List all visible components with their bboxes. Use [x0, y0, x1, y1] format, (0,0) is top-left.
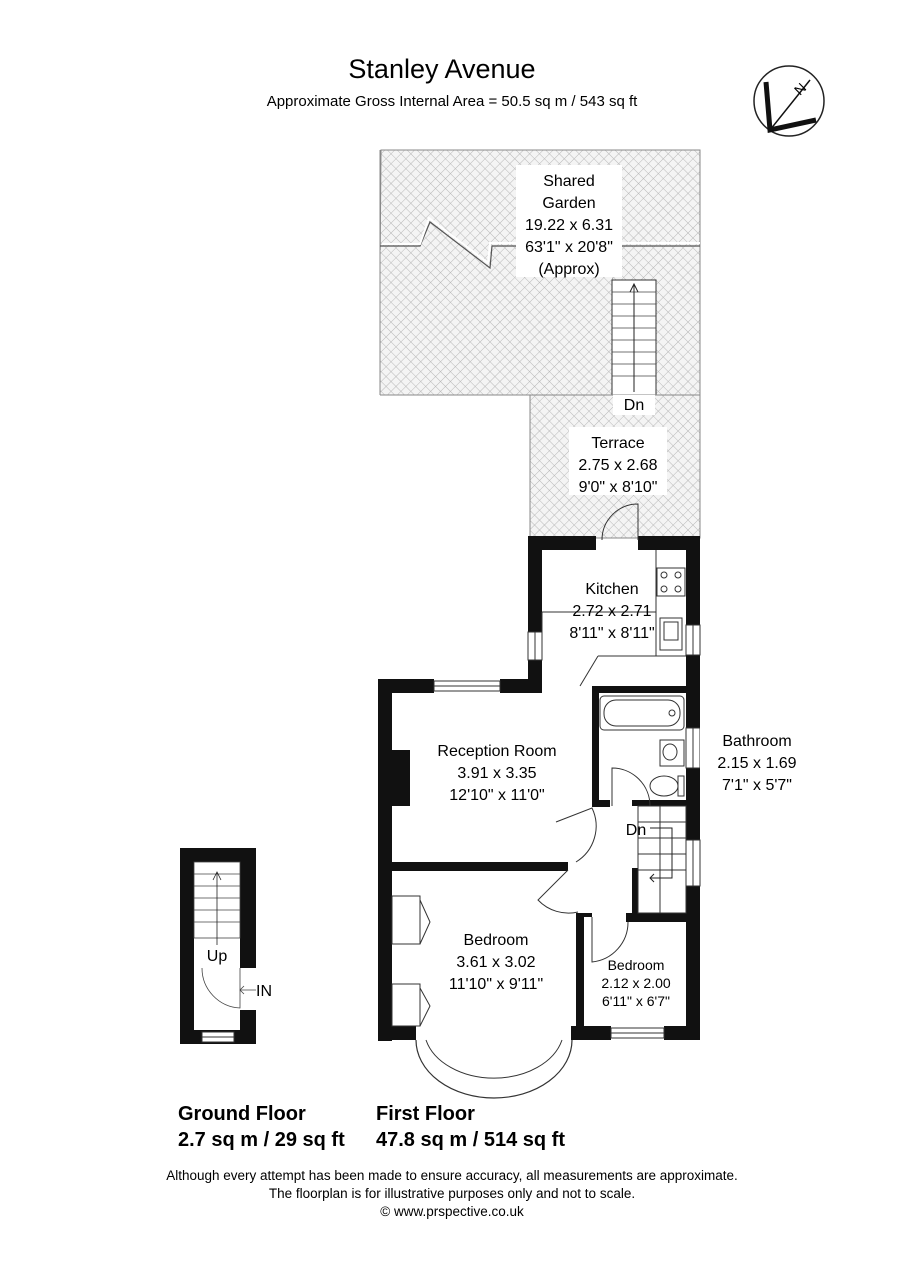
label-bedroom-main: Bedroom 3.61 x 3.02 11'10" x 9'11": [449, 932, 543, 993]
svg-text:2.72 x 2.71: 2.72 x 2.71: [572, 603, 651, 620]
svg-text:Bedroom: Bedroom: [464, 932, 529, 949]
ground-floor-walls: [180, 848, 256, 1044]
svg-text:2.15 x 1.69: 2.15 x 1.69: [717, 755, 796, 772]
terrace: [529, 394, 701, 539]
svg-text:Bathroom: Bathroom: [722, 733, 791, 750]
bath-icon: [599, 695, 685, 731]
first-floor-name: First Floor: [376, 1103, 475, 1125]
basin-icon: [659, 739, 685, 767]
compass-icon: N: [753, 65, 825, 137]
gross-area-text: Approximate Gross Internal Area = 50.5 s…: [267, 93, 638, 110]
bathroom-fittings: [599, 695, 701, 807]
hob-icon: [656, 567, 686, 597]
svg-text:12'10" x 11'0": 12'10" x 11'0": [449, 787, 544, 804]
svg-text:3.61 x 3.02: 3.61 x 3.02: [456, 954, 535, 971]
sink-icon: [659, 617, 683, 651]
first-floor-area: 47.8 sq m / 514 sq ft: [376, 1129, 565, 1151]
svg-text:Terrace: Terrace: [591, 435, 644, 452]
svg-text:Reception Room: Reception Room: [437, 743, 556, 760]
landing-doors: [537, 807, 629, 963]
svg-text:6'11" x 6'7": 6'11" x 6'7": [602, 993, 670, 1009]
label-bathroom: Bathroom 2.15 x 1.69 7'1" x 5'7": [717, 733, 796, 794]
kitchen-fittings: [527, 550, 701, 687]
ground-stairs-up-label: Up: [207, 948, 228, 965]
svg-text:Garden: Garden: [542, 195, 595, 212]
toilet-icon: [677, 775, 685, 797]
svg-text:11'10" x 9'11": 11'10" x 9'11": [449, 976, 543, 993]
svg-text:19.22 x 6.31: 19.22 x 6.31: [525, 217, 613, 234]
bedroom-furniture: [391, 895, 665, 1099]
ground-floor-area: 2.7 sq m / 29 sq ft: [178, 1129, 345, 1151]
label-terrace: Terrace 2.75 x 2.68 9'0" x 8'10": [578, 435, 657, 496]
disclaimer-line-1: Although every attempt has been made to …: [166, 1168, 738, 1183]
svg-text:63'1" x 20'8": 63'1" x 20'8": [525, 239, 613, 256]
svg-text:8'11" x 8'11": 8'11" x 8'11": [569, 625, 654, 642]
label-kitchen: Kitchen 2.72 x 2.71 8'11" x 8'11": [569, 581, 654, 642]
landing-stairs: [637, 805, 701, 914]
svg-text:2.75 x 2.68: 2.75 x 2.68: [578, 457, 657, 474]
copyright-line: © www.prspective.co.uk: [380, 1204, 524, 1219]
page-title: Stanley Avenue: [348, 54, 535, 84]
landing-stairs-dn-label: Dn: [626, 822, 646, 839]
entrance-label: IN: [256, 983, 272, 1000]
svg-text:3.91 x 3.35: 3.91 x 3.35: [457, 765, 536, 782]
reception-window: [433, 680, 501, 692]
ground-floor-name: Ground Floor: [178, 1103, 306, 1125]
label-bedroom-small: Bedroom 2.12 x 2.00 6'11" x 6'7": [601, 957, 670, 1009]
disclaimer-line-2: The floorplan is for illustrative purpos…: [269, 1186, 635, 1201]
bathroom-label-box: [700, 727, 806, 793]
garden-stairs-dn-label: Dn: [624, 397, 644, 414]
label-shared-garden: Shared Garden 19.22 x 6.31 63'1" x 20'8"…: [525, 173, 613, 278]
svg-text:Bedroom: Bedroom: [608, 957, 665, 973]
svg-text:Shared: Shared: [543, 173, 595, 190]
svg-text:7'1" x 5'7": 7'1" x 5'7": [722, 777, 792, 794]
label-reception-room: Reception Room 3.91 x 3.35 12'10" x 11'0…: [437, 743, 556, 804]
svg-text:Kitchen: Kitchen: [585, 581, 638, 598]
svg-text:(Approx): (Approx): [538, 261, 599, 278]
svg-text:2.12 x 2.00: 2.12 x 2.00: [601, 975, 670, 991]
svg-text:9'0" x 8'10": 9'0" x 8'10": [579, 479, 658, 496]
terrace-door: [601, 503, 639, 541]
garden-stairs: [611, 279, 657, 396]
